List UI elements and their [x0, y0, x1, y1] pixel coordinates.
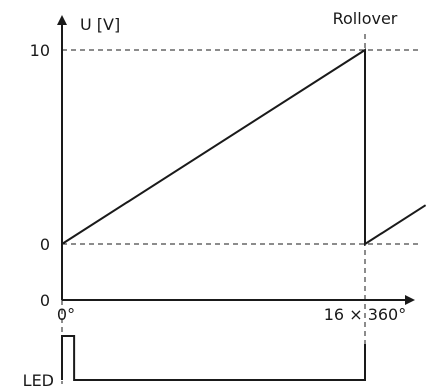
y-tick-label-10: 10 [30, 41, 50, 60]
x-tick-label-rollover: 16 × 360° [324, 305, 406, 324]
led-signal [61, 335, 366, 381]
axis-origin-label: 0 [40, 291, 50, 310]
series-line-0 [61, 48, 427, 246]
y-tick-label-0: 0 [40, 235, 50, 254]
rollover-annotation: Rollover [333, 9, 398, 28]
series-group [61, 48, 427, 246]
led-label: LED [23, 371, 54, 387]
y-axis-label: U [V] [80, 15, 120, 34]
x-tick-label-0: 0° [57, 305, 75, 324]
